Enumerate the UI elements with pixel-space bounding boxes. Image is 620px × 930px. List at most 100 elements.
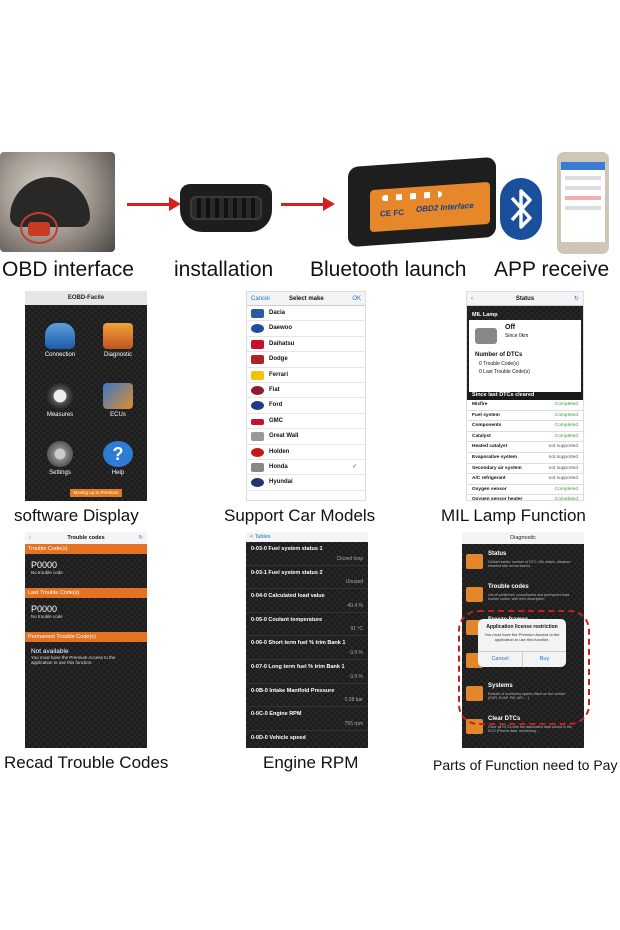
dtc-count-2: 0 Last Trouble Code(s) <box>479 369 530 375</box>
cancel-button[interactable]: Cancel <box>251 296 270 302</box>
monitor-status: Completed <box>554 423 578 429</box>
pid-name: 0-04-0 Calculated load value <box>251 593 325 600</box>
dialog-buy-button[interactable]: Buy <box>522 652 566 667</box>
screen-select-make: Cancel Select make OK Dacia Daewoo Daiha… <box>246 291 366 501</box>
diagnostic-item-title: Clear DTCs <box>488 716 521 722</box>
refresh-icon[interactable]: ↻ <box>138 535 143 541</box>
back-button[interactable]: < Tables <box>246 532 368 542</box>
make-item-dodge[interactable]: Dodge <box>247 352 365 368</box>
gmc-logo-icon <box>251 418 264 425</box>
tile-label: Measures <box>46 412 74 418</box>
make-item-great-wall[interactable]: Great Wall <box>247 429 365 445</box>
make-item-fiat[interactable]: Fiat <box>247 383 365 399</box>
nav-title: Status <box>515 296 535 302</box>
make-label: Dacia <box>269 310 286 316</box>
make-item-honda[interactable]: Honda✓ <box>247 460 365 476</box>
make-item-gmc[interactable]: GMC <box>247 414 365 430</box>
last-trouble-code-desc: No trouble code <box>31 614 63 619</box>
caption-mil-lamp-function: MIL Lamp Function <box>441 506 586 525</box>
caption-recad-trouble-codes: Recad Trouble Codes <box>4 753 169 772</box>
mil-header: MIL Lamp <box>472 312 498 318</box>
pid-row[interactable]: 0-07-0 Long term fuel % trim Bank 1-3.9 … <box>246 660 368 684</box>
permanent-code-item: Not available You must have the Premium … <box>25 642 147 665</box>
engine-lamp-icon <box>475 328 497 344</box>
premium-button[interactable]: Moving up to Premium <box>70 489 122 497</box>
tile-ecus[interactable]: ECUs <box>93 383 143 418</box>
diagnostic-item-desc: Clear all DTCs with the associated data … <box>488 725 572 734</box>
ok-button[interactable]: OK <box>352 296 361 302</box>
tile-measures[interactable]: Measures <box>35 383 85 418</box>
ecu-icon <box>103 383 133 409</box>
phone-app-bar <box>561 162 605 170</box>
phone-row <box>565 196 601 200</box>
monitor-status: Completed <box>554 497 578 501</box>
monitor-status: not supported <box>548 444 578 450</box>
make-item-ford[interactable]: Ford <box>247 398 365 414</box>
mil-card: Off Since 0km Number of DTCs 0 Trouble C… <box>469 320 581 392</box>
back-icon[interactable]: ‹ <box>29 535 31 541</box>
caption-engine-rpm: Engine RPM <box>263 753 359 772</box>
last-trouble-code: P0000 <box>31 604 58 614</box>
pid-row[interactable]: 0-0D-0 Vehicle speed <box>246 731 368 748</box>
tile-settings[interactable]: Settings <box>35 441 85 476</box>
dacia-logo-icon <box>251 309 264 318</box>
pid-value: 755 rpm <box>344 720 363 727</box>
screen-trouble-codes: ‹ Trouble codes ↻ Trouble Code(s) P0000 … <box>25 532 147 748</box>
dialog-cancel-button[interactable]: Cancel <box>491 656 509 662</box>
pid-name: 0-0B-0 Intake Manifold Pressure <box>251 687 335 694</box>
diagnostic-item-desc: Global results: number of DTC, MIL statu… <box>488 560 571 569</box>
pid-name: 0-07-0 Long term fuel % trim Bank 1 <box>251 663 345 670</box>
caption-bluetooth-launch: Bluetooth launch <box>310 258 467 281</box>
back-icon[interactable]: ‹ <box>471 296 473 302</box>
dtc-count-1: 0 Trouble Code(s) <box>479 361 520 367</box>
arrow-1 <box>127 197 181 211</box>
great-wall-logo-icon <box>251 432 264 442</box>
license-dialog: Application license restriction You must… <box>478 619 566 667</box>
tile-diagnostic[interactable]: Diagnostic <box>93 323 143 358</box>
make-item-hyundai[interactable]: Hyundai <box>247 475 365 491</box>
pid-value: -3.9 % <box>348 649 363 656</box>
make-label: Dodge <box>269 356 288 363</box>
tile-connection[interactable]: Connection <box>35 323 85 358</box>
phone-row <box>565 186 601 190</box>
make-item-dacia[interactable]: Dacia <box>247 306 365 322</box>
pid-row[interactable]: 0-06-0 Short term fuel % trim Bank 1-3.9… <box>246 636 368 660</box>
monitor-name: Fuel system <box>472 412 500 418</box>
tile-help[interactable]: ? Help <box>93 441 143 476</box>
make-item-holden[interactable]: Holden <box>247 445 365 460</box>
make-item-daihatsu[interactable]: Daihatsu <box>247 337 365 353</box>
daewoo-logo-icon <box>251 324 264 334</box>
make-label: GMC <box>269 417 283 424</box>
gauge-icon <box>45 383 75 409</box>
make-label: Ferrari <box>269 371 289 378</box>
trouble-code-item[interactable]: P0000 No trouble code <box>25 554 147 588</box>
diagnostic-item-title: Trouble codes <box>488 584 529 590</box>
pid-value: -3.9 % <box>348 673 363 680</box>
make-item-daewoo[interactable]: Daewoo <box>247 321 365 337</box>
make-item-ferrari[interactable]: Ferrari <box>247 368 365 383</box>
hyundai-logo-icon <box>251 478 264 488</box>
refresh-icon[interactable]: ↻ <box>573 296 579 302</box>
ferrari-logo-icon <box>251 370 264 380</box>
last-trouble-code-item[interactable]: P0000 No trouble code <box>25 598 147 632</box>
connector-pins <box>190 196 262 220</box>
bluetooth-icon <box>500 178 542 240</box>
adapter-text: OBD2 Interface <box>416 200 474 214</box>
phone-image <box>557 152 609 254</box>
premium-notice: You must have the Premium Access to the … <box>31 655 116 665</box>
